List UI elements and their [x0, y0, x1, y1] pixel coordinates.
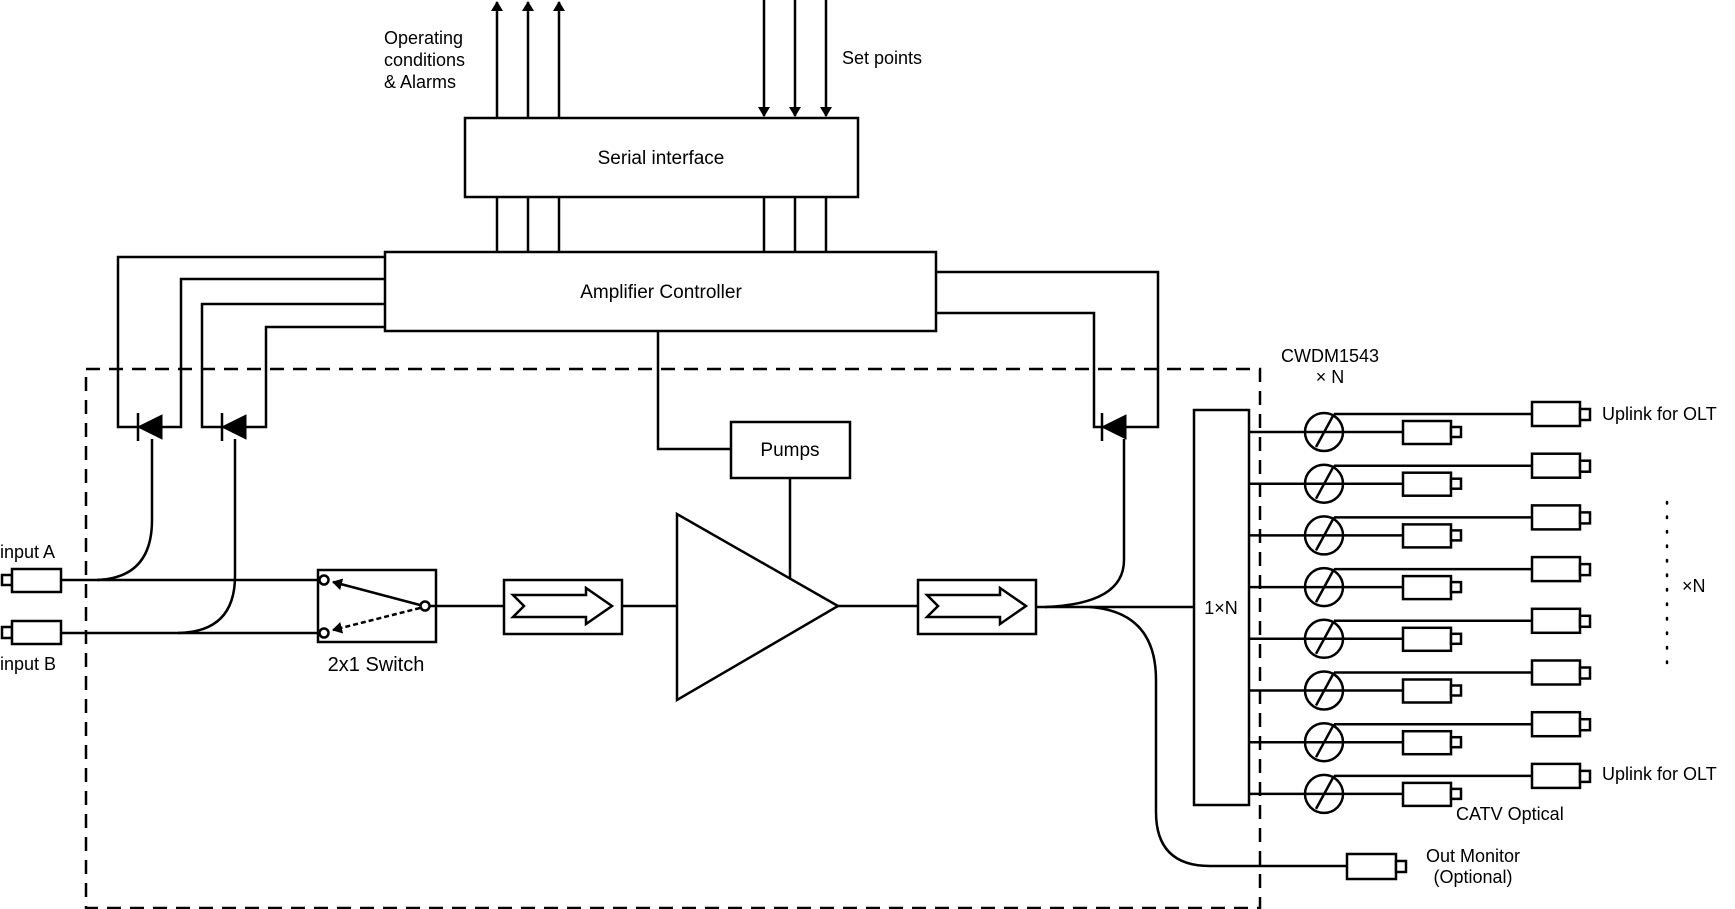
operating-label-2: conditions: [384, 50, 465, 70]
isolator-1-icon: [502, 578, 624, 636]
input-b-connector-icon: [0, 619, 63, 646]
wdm-branches: [1249, 400, 1592, 815]
pumps-label: Pumps: [760, 440, 819, 461]
control-bus: [495, 197, 828, 252]
uplink-connector-icon: [1530, 504, 1592, 531]
set-points-label: Set points: [842, 48, 922, 68]
catv-connector-icon: [1401, 781, 1463, 808]
wdm-coupler-icon: [1303, 773, 1345, 815]
input-a-connector-icon: [0, 567, 63, 594]
out-monitor-label-2: (Optional): [1433, 867, 1512, 887]
catv-connector-icon: [1401, 419, 1463, 446]
uplink-connector-icon: [1530, 710, 1592, 738]
times-n-label: ×N: [1682, 576, 1706, 596]
catv-connector-icon: [1401, 523, 1463, 549]
wdm-coupler-icon: [1303, 411, 1345, 453]
module-boundary: [84, 367, 1262, 909]
uplink-connector-icon: [1530, 762, 1592, 790]
wdm-coupler-icon: [1303, 670, 1345, 711]
wdm-branch: [1249, 452, 1592, 504]
serial-interface-box: [463, 116, 860, 199]
uplink-connector-icon: [1530, 400, 1592, 428]
switch-2x1: [316, 568, 438, 644]
cwdm-label-2: × N: [1316, 367, 1345, 387]
photodiode-out-icon: [1100, 413, 1127, 441]
wdm-coupler-icon: [1303, 515, 1345, 556]
serial-interface-label: Serial interface: [598, 148, 725, 169]
wdm-branch: [1249, 607, 1592, 660]
wdm-branch: [1249, 400, 1592, 453]
wdm-branch: [1249, 504, 1592, 556]
catv-connector-icon: [1401, 678, 1463, 704]
catv-optical-label: CATV Optical: [1456, 804, 1564, 824]
input-a-label: input A: [0, 542, 55, 562]
wdm-branch: [1249, 710, 1592, 763]
amplifier-controller-label: Amplifier Controller: [580, 282, 742, 303]
wdm-branch: [1249, 762, 1592, 815]
uplink-connector-icon: [1530, 555, 1592, 583]
operating-label-1: Operating: [384, 28, 463, 48]
uplink-connector-icon: [1530, 452, 1592, 479]
uplink-connector-icon: [1530, 659, 1592, 686]
amplifier-controller-box: [383, 250, 938, 333]
catv-connector-icon: [1401, 574, 1463, 601]
monitor-lines: [116, 255, 1160, 451]
cwdm-label-1: CWDM1543: [1281, 346, 1379, 366]
catv-connector-icon: [1401, 471, 1463, 497]
out-monitor-connector-icon: [1345, 852, 1408, 881]
wdm-branch: [1249, 659, 1592, 711]
wdm-coupler-icon: [1303, 721, 1345, 763]
wdm-coupler-icon: [1303, 618, 1345, 660]
uplink-label-bottom: Uplink for OLT: [1602, 764, 1717, 784]
out-monitor-label-1: Out Monitor: [1426, 846, 1520, 866]
splitter-box: [1192, 408, 1251, 807]
photodiode-a-icon: [136, 413, 163, 441]
switch-label: 2x1 Switch: [328, 654, 425, 676]
catv-connector-icon: [1401, 729, 1463, 756]
output-arrows: [491, 1, 565, 118]
wdm-coupler-icon: [1303, 463, 1345, 504]
input-arrows: [758, 0, 832, 117]
wdm-coupler-icon: [1303, 566, 1345, 608]
splitter-label: 1×N: [1204, 598, 1238, 618]
out-monitor-fiber: [1089, 605, 1347, 868]
wdm-branch: [1249, 555, 1592, 608]
isolator-2-icon: [916, 578, 1038, 636]
uplink-label-top: Uplink for OLT: [1602, 404, 1717, 424]
photodiode-b-icon: [220, 413, 247, 441]
catv-connector-icon: [1401, 626, 1463, 653]
amplifier-icon: [675, 511, 841, 703]
uplink-connector-icon: [1530, 607, 1592, 635]
input-b-label: input B: [0, 654, 56, 674]
operating-label-3: & Alarms: [384, 72, 456, 92]
